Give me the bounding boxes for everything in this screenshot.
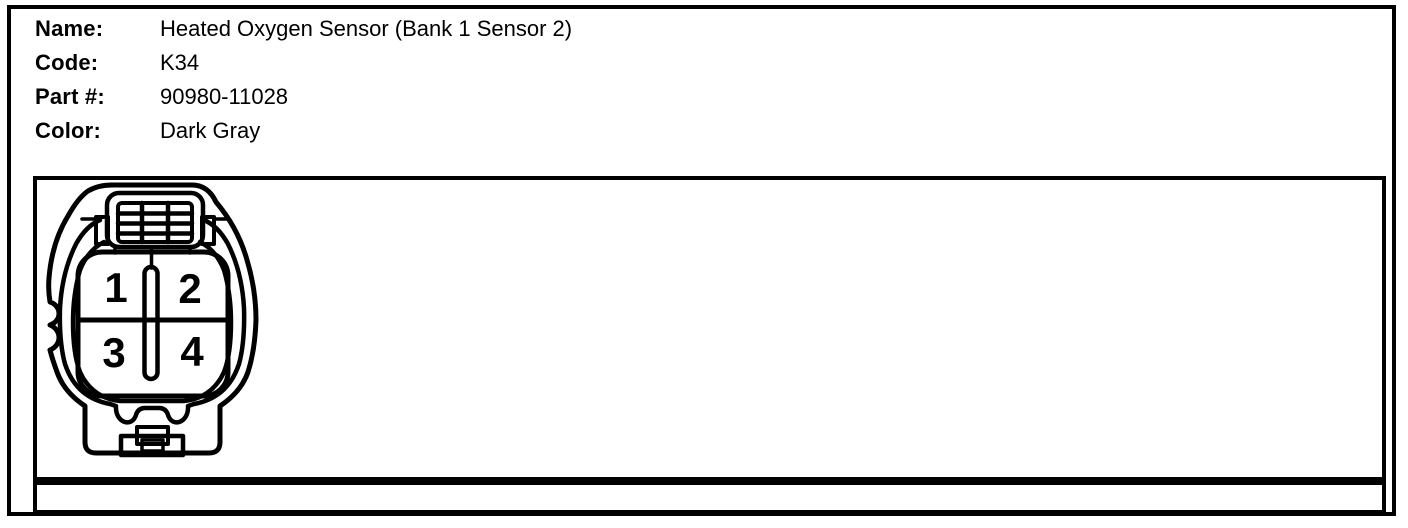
part-number-row: Part #: 90980-11028 [35, 84, 288, 110]
latch-tab-right [200, 215, 216, 246]
color-row: Color: Dark Gray [35, 118, 260, 144]
key-slot [142, 264, 160, 382]
footer-band [33, 481, 1386, 514]
connector-outer-housing-outline [46, 182, 259, 456]
code-label: Code: [35, 50, 99, 75]
name-label: Name: [35, 16, 104, 41]
code-row: Code: K34 [35, 50, 199, 76]
name-value: Heated Oxygen Sensor (Bank 1 Sensor 2) [160, 16, 573, 41]
diagram-panel [33, 176, 1386, 481]
latch-side-ledges [80, 217, 230, 255]
latch-tab-left [94, 215, 110, 246]
pin-cavity [75, 249, 231, 399]
connector-middle-ring-outline [57, 217, 247, 425]
bottom-lock-tab-base [118, 433, 186, 458]
pin-1-label: 1 [104, 264, 127, 311]
name-row: Name: Heated Oxygen Sensor (Bank 1 Sensor… [35, 16, 572, 42]
pin-4-label: 4 [180, 328, 204, 375]
pin-3-label: 3 [102, 329, 125, 376]
pin-2-label: 2 [178, 265, 201, 312]
color-label: Color: [35, 118, 101, 143]
part-number-value: 90980-11028 [160, 84, 289, 109]
part-number-label: Part #: [35, 84, 105, 109]
latch-grid-lines [115, 200, 195, 245]
outer-frame [7, 5, 1396, 516]
bottom-lock-tab-upper [135, 425, 170, 446]
bottom-lock-tab-inner [140, 438, 165, 453]
connector-face-diagram: 1 2 3 4 [46, 182, 259, 458]
color-value: Dark Gray [160, 118, 261, 143]
code-value: K34 [160, 50, 200, 75]
